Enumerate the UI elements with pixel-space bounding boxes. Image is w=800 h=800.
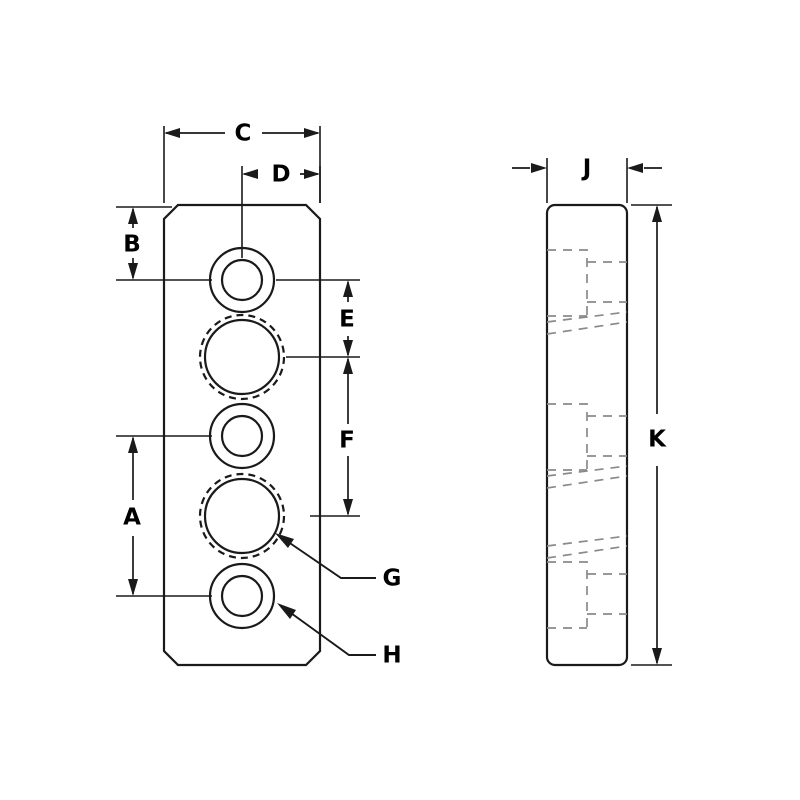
dimension-a-arrow-top [128, 436, 138, 453]
dimension-e-label: E [339, 307, 355, 333]
hole-4-large [198, 472, 286, 560]
hole-5-outer-circle [208, 562, 276, 630]
dimension-b-arrow-top [128, 207, 138, 224]
hidden-taper-3a [546, 535, 628, 547]
dimension-j-arrow-right [627, 163, 643, 173]
dimension-f-label: F [339, 428, 355, 454]
dimension-e: E [276, 279, 360, 358]
dimension-e-arrow-bottom [343, 340, 353, 357]
callout-h-leader [283, 607, 376, 656]
dimension-j-label: J [581, 156, 592, 182]
side-view: J K [512, 156, 672, 667]
callout-h-arrowhead [277, 603, 296, 619]
hole-3-small [208, 402, 276, 470]
callout-h-label: H [382, 643, 401, 669]
side-hidden-features [546, 249, 628, 629]
dimension-k-label: K [648, 427, 667, 453]
dimension-a: A [116, 435, 212, 597]
dimension-a-arrow-bottom [128, 579, 138, 596]
hole-1-inner-circle [220, 258, 264, 302]
hole-3-outer-circle [208, 402, 276, 470]
callout-g-label: G [383, 566, 402, 592]
hole-2-dashed-ring [198, 313, 286, 401]
dimension-f-arrow-top [343, 357, 353, 374]
dimension-d: D [241, 162, 321, 258]
callout-h: H [277, 603, 402, 669]
dimension-c-label: C [235, 121, 252, 147]
dimension-c-arrow-left [164, 128, 180, 138]
hole-2-outer-circle [203, 318, 281, 396]
hidden-feature-3-upper [547, 561, 588, 628]
hidden-feature-2-upper [547, 403, 588, 470]
side-plate-outline [545, 203, 629, 667]
callout-g-arrowhead [275, 533, 294, 548]
hole-4-dashed-ring [198, 472, 286, 560]
hole-4-outer-circle [203, 477, 281, 555]
hole-5-small [208, 562, 276, 630]
hole-3-inner-circle [220, 414, 264, 458]
dimension-k: K [631, 204, 672, 666]
hidden-taper-2a [546, 465, 628, 477]
dimension-k-arrow-top [652, 205, 662, 222]
hidden-taper-1a [546, 311, 628, 323]
front-view: C D B A [116, 121, 402, 669]
hidden-taper-2b [546, 475, 628, 489]
dimension-b-arrow-bottom [128, 263, 138, 280]
hole-5-inner-circle [220, 574, 264, 618]
dimension-b-label: B [123, 232, 141, 258]
dimension-f: F [310, 357, 360, 517]
hidden-taper-1b [546, 321, 628, 335]
callout-g: G [275, 533, 401, 592]
hidden-feature-1-upper [547, 249, 588, 316]
dimension-c-arrow-right [304, 128, 320, 138]
front-plate-outline [162, 203, 322, 667]
dimension-d-arrow-left [242, 169, 258, 179]
dimension-b: B [116, 206, 212, 281]
dimension-d-arrow-right [304, 169, 320, 179]
dimension-j-arrow-left [531, 163, 547, 173]
dimension-a-label: A [123, 505, 141, 531]
hole-2-large [198, 313, 286, 401]
callout-g-leader [280, 536, 376, 579]
dimension-j: J [512, 156, 662, 203]
dimension-d-label: D [271, 162, 290, 188]
dimension-e-arrow-top [343, 280, 353, 297]
dimension-k-arrow-bottom [652, 648, 662, 665]
dimension-f-arrow-bottom [343, 499, 353, 516]
hidden-taper-3b [546, 545, 628, 559]
